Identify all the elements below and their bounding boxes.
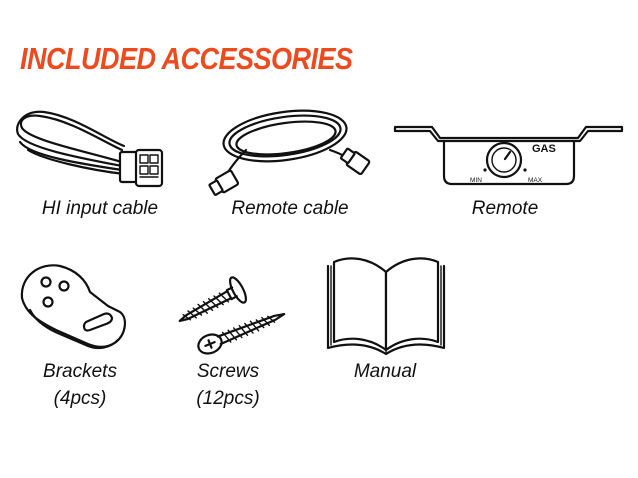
- item-sublabel: (12pcs): [196, 388, 260, 409]
- page-title: INCLUDED ACCESSORIES: [20, 42, 353, 76]
- item-label: Manual: [353, 361, 417, 382]
- remote-min-label: MIN: [470, 177, 482, 184]
- item-label: HI input cable: [41, 198, 159, 219]
- item-label: Remote: [471, 198, 539, 219]
- remote-max-label: MAX: [528, 177, 543, 184]
- item-label: Brackets: [43, 361, 117, 382]
- item-label: Screws: [196, 361, 260, 382]
- item-label: Remote cable: [231, 198, 349, 219]
- remote-brand-label: GAS: [532, 143, 556, 155]
- item-sublabel: (4pcs): [53, 388, 107, 409]
